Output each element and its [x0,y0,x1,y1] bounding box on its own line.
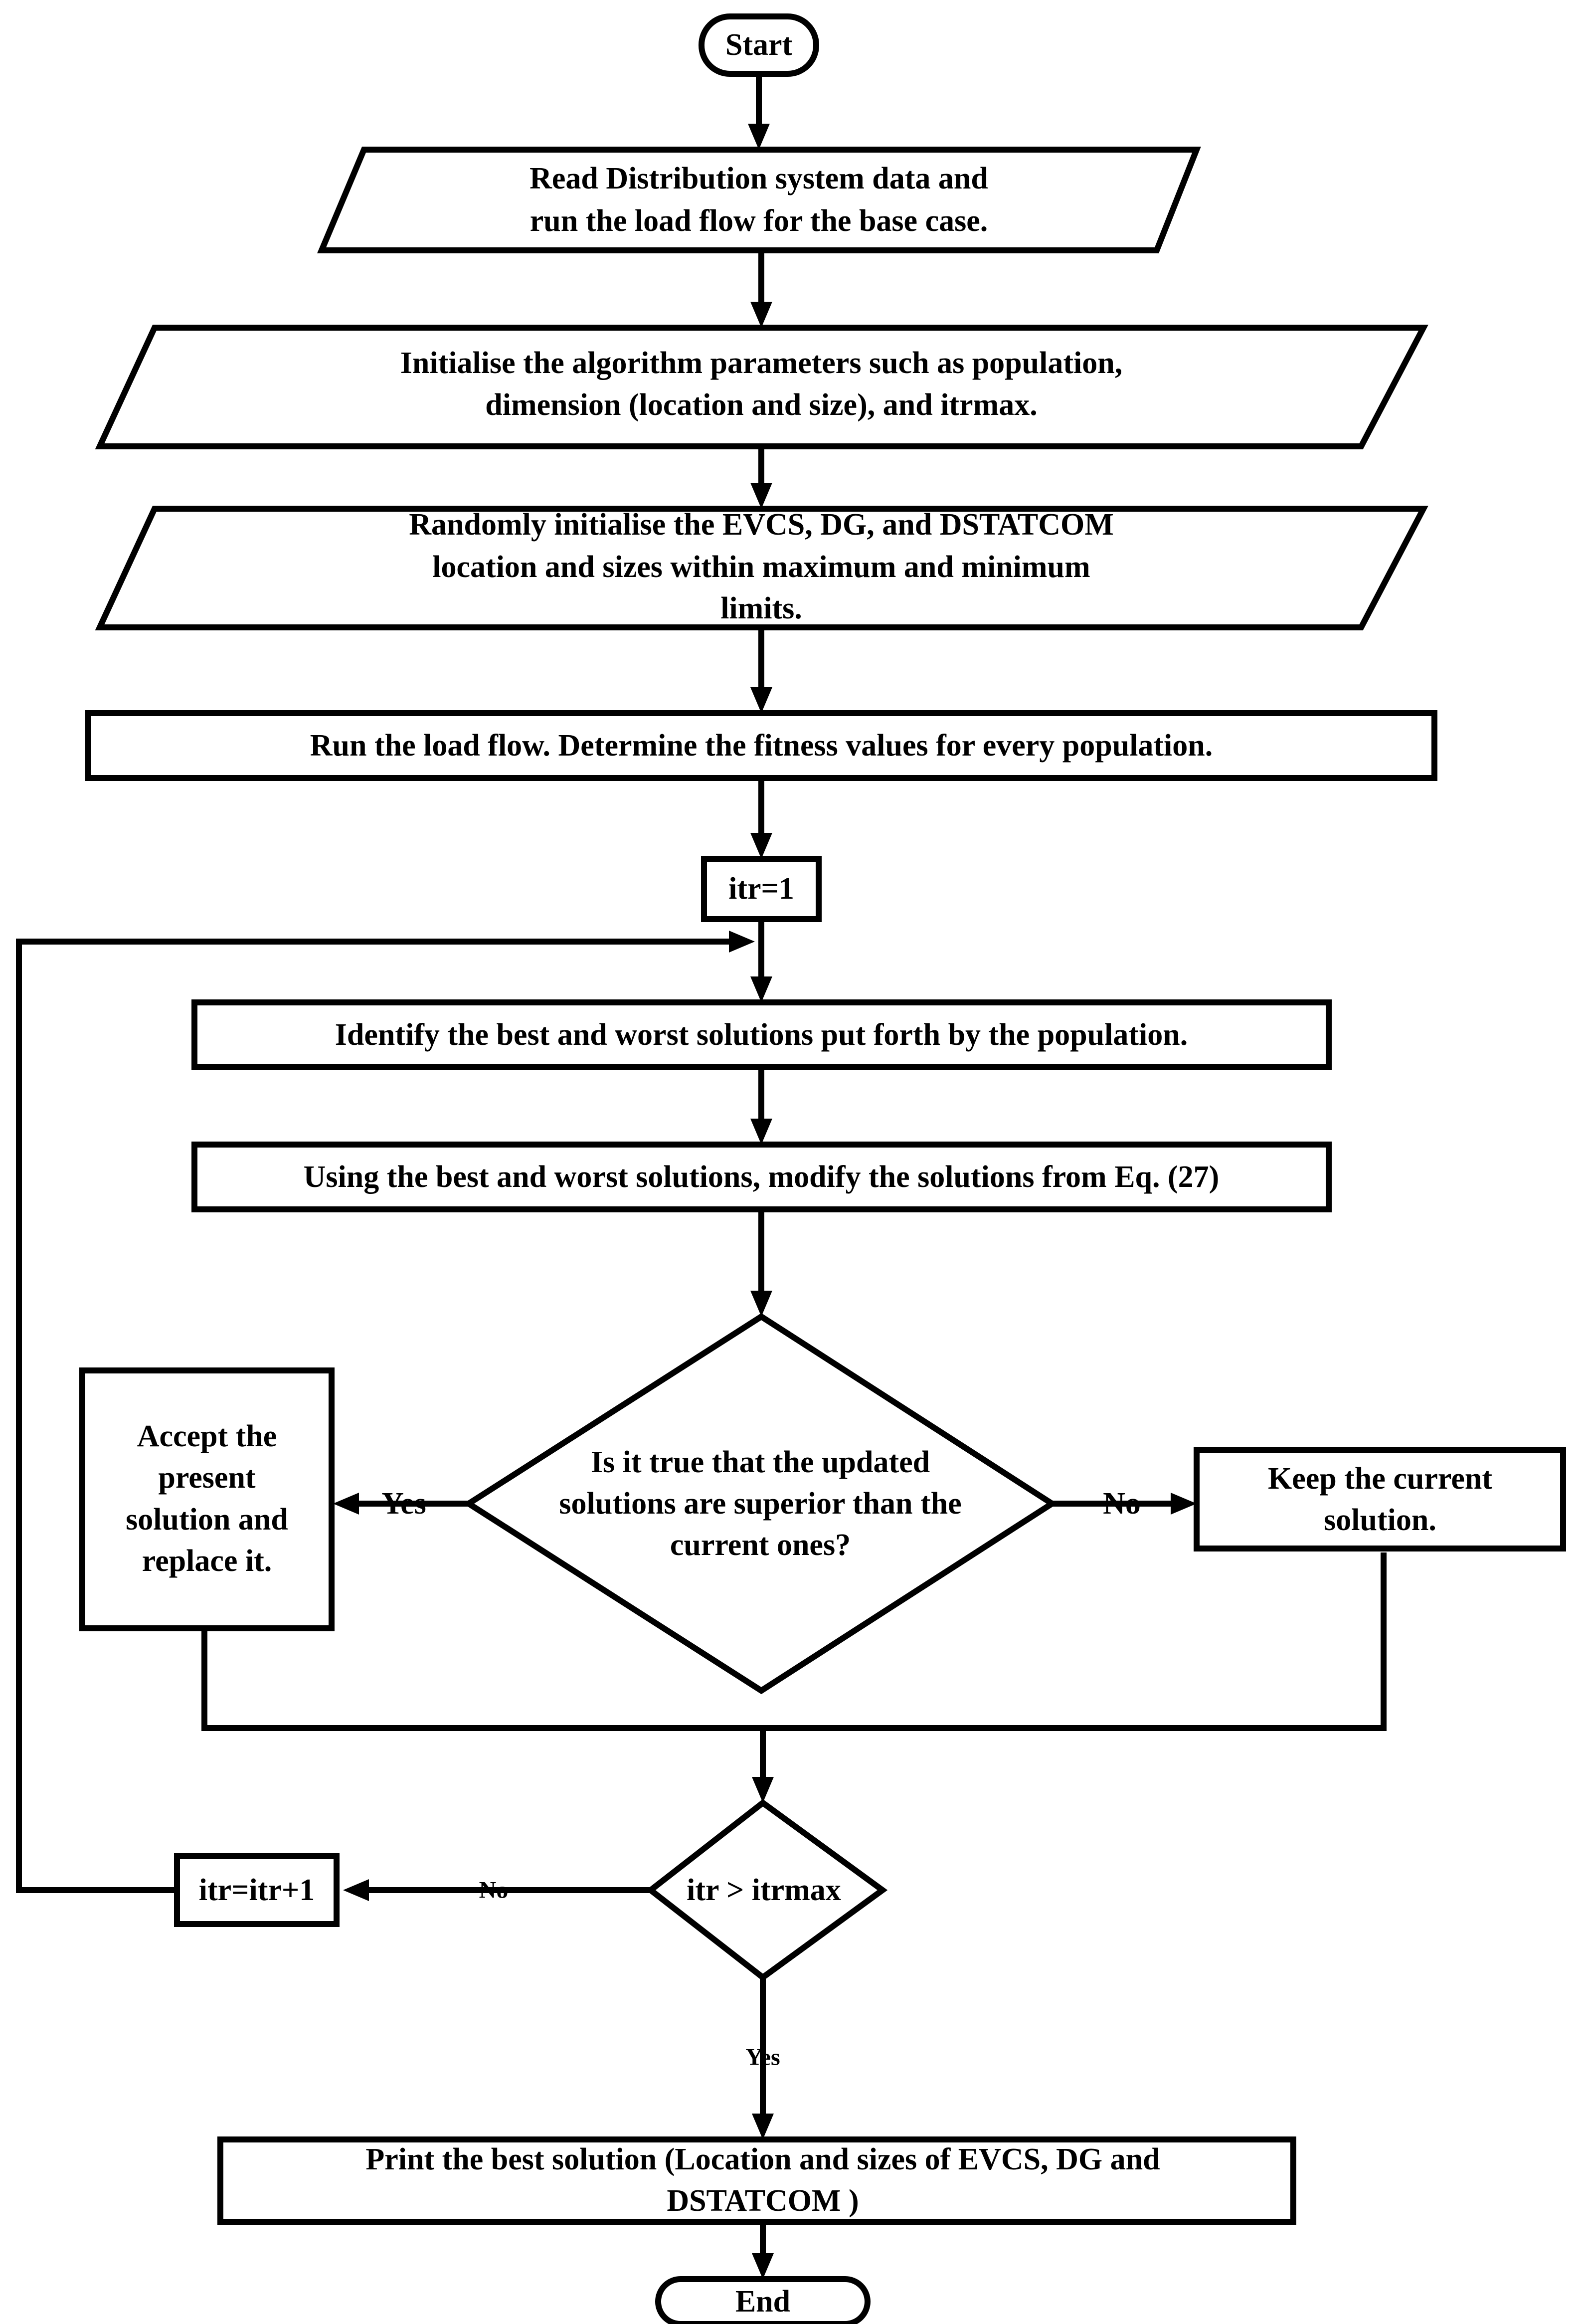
edge-merge [201,1552,1387,1731]
increment-label: itr=itr+1 [199,1873,315,1907]
increment-process: itr=itr+1 [174,1853,340,1927]
end-terminal: End [655,2276,871,2324]
identify-process: Identify the best and worst solutions pu… [191,999,1332,1070]
end-label: End [735,2285,790,2319]
edge-loop-back [16,939,730,1893]
init-params-line-2: dimension (location and size), and itrma… [485,388,1037,422]
arrowhead-down [750,1119,772,1145]
accept-line-4: replace it. [142,1544,272,1578]
connectors [16,74,1387,2264]
itr-init-process: itr=1 [701,856,822,922]
arrowhead-right [1171,1493,1197,1515]
modify-process: Using the best and worst solutions, modi… [191,1142,1332,1212]
print-line-2: DSTATCOM ) [667,2184,859,2218]
identify-label: Identify the best and worst solutions pu… [335,1018,1188,1052]
read-data-input: Read Distribution system data and run th… [317,147,1201,253]
arrowhead-down [748,124,770,150]
arrowhead-down [752,2253,774,2279]
itr-init-label: itr=1 [728,872,794,906]
keep-line-2: solution. [1324,1503,1436,1537]
random-init-input: Randomly initialise the EVCS, DG, and DS… [95,506,1428,630]
keep-process: Keep the current solution. [1194,1447,1566,1551]
accept-line-1: Accept the [137,1419,277,1453]
itr-max-decision: itr > itrmax [646,1799,888,1981]
superior-yes-label: Yes [381,1487,426,1521]
keep-line-1: Keep the current [1268,1462,1492,1496]
init-params-line-1: Initialise the algorithm parameters such… [400,346,1122,380]
arrowhead-down [750,302,772,328]
arrowhead-down [752,1777,774,1803]
arrowhead-down [750,687,772,713]
random-init-line-1: Randomly initialise the EVCS, DG, and DS… [409,508,1114,542]
load-flow-label: Run the load flow. Determine the fitness… [310,729,1213,763]
superior-decision-line-2: solutions are superior than the [559,1487,961,1521]
read-data-line-1: Read Distribution system data and [529,162,988,195]
itr-no-label: No [479,1877,509,1904]
print-process: Print the best solution (Location and si… [217,2136,1296,2225]
arrowhead-down [750,833,772,859]
superior-decision-line-3: current ones? [670,1528,851,1562]
superior-decision-line-1: Is it true that the updated [591,1445,930,1479]
arrowheads [333,124,1197,2279]
arrowhead-down [750,1291,772,1317]
accept-process: Accept the present solution and replace … [79,1367,335,1631]
random-init-line-2: location and sizes within maximum and mi… [432,550,1090,584]
arrowhead-left [343,1879,369,1901]
print-line-1: Print the best solution (Location and si… [365,2142,1160,2176]
start-label: Start [725,28,793,62]
arrowhead-down [750,483,772,509]
random-init-line-3: limits. [720,591,802,625]
read-data-line-2: run the load flow for the base case. [530,204,988,238]
start-terminal: Start [699,13,819,77]
arrowhead-down [752,2114,774,2139]
superior-decision: Is it true that the updated solutions ar… [463,1313,1058,1695]
modify-label: Using the best and worst solutions, modi… [304,1160,1220,1194]
load-flow-process: Run the load flow. Determine the fitness… [85,710,1437,781]
itr-max-label: itr > itrmax [687,1873,841,1907]
accept-line-2: present [158,1461,256,1495]
arrowhead-left [333,1493,359,1515]
arrowhead-right [729,931,755,953]
arrowhead-down [750,976,772,1002]
itr-yes-label: Yes [745,2044,780,2071]
superior-no-label: No [1103,1487,1141,1521]
init-params-input: Initialise the algorithm parameters such… [95,325,1428,449]
accept-line-3: solution and [126,1503,288,1537]
